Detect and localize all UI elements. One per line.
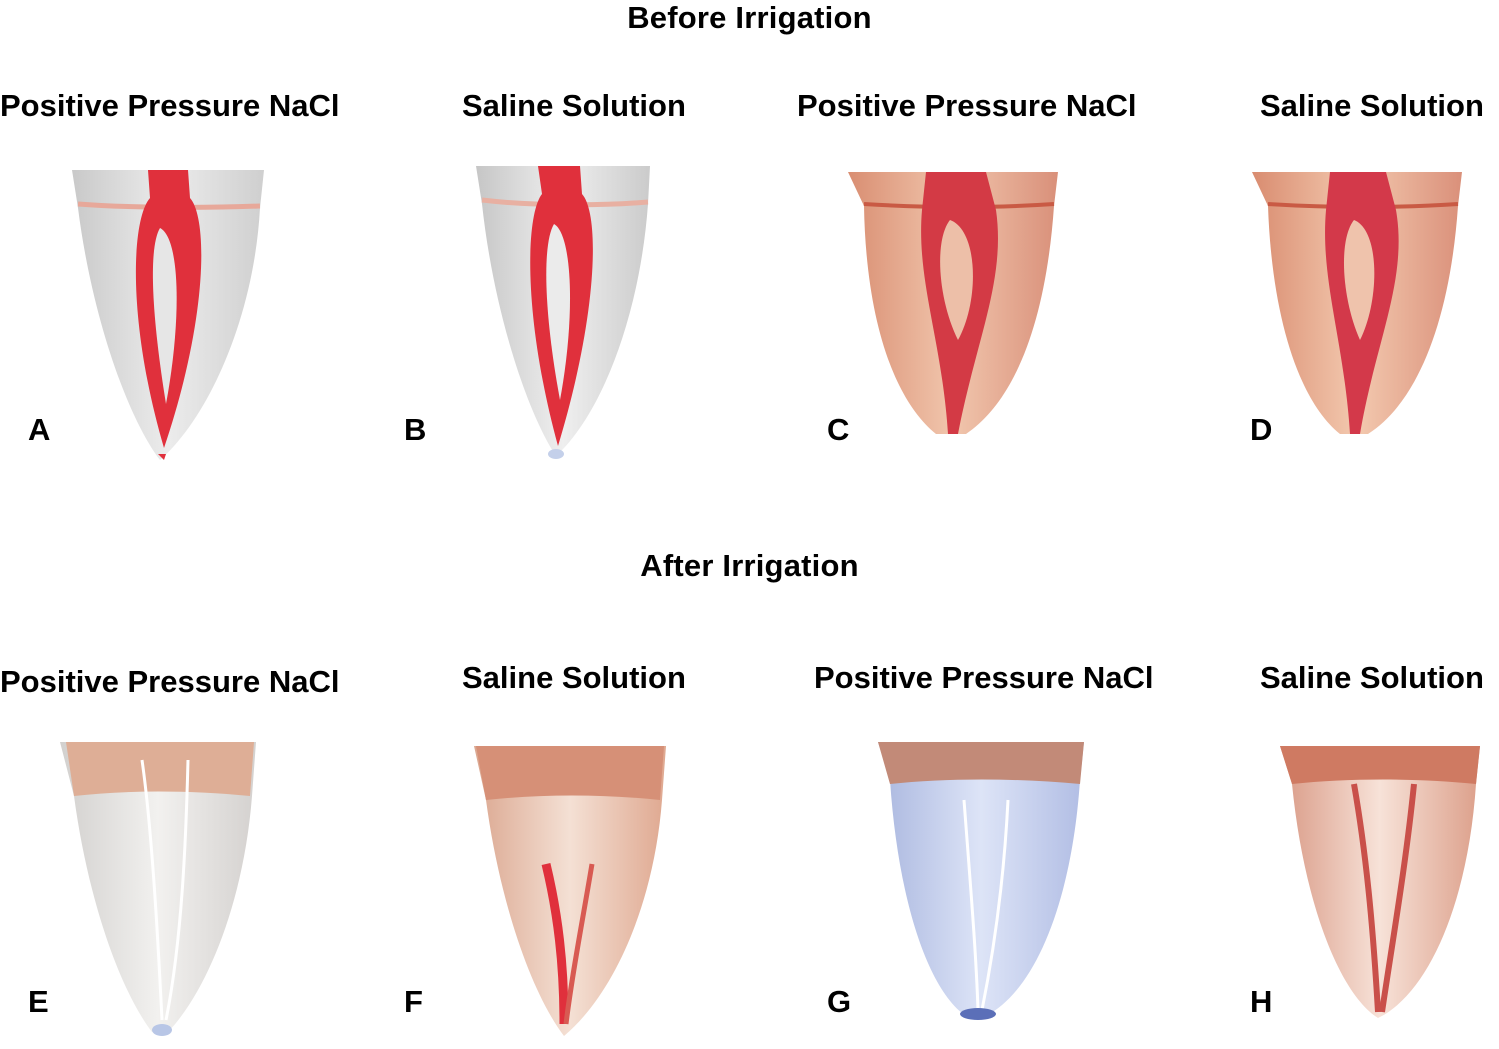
panel-d-letter: D [1250,412,1273,447]
tooth-image-d [1252,172,1462,434]
panel-h-label: Saline Solution [1260,660,1484,695]
tooth-image-g [878,742,1084,1020]
panel-d-label: Saline Solution [1260,88,1484,123]
panel-b-letter: B [404,412,427,447]
before-irrigation-title: Before Irrigation [627,0,872,35]
panel-e-label: Positive Pressure NaCl [0,664,340,699]
tooth-image-h [1280,746,1480,1018]
panel-g-label: Positive Pressure NaCl [814,660,1154,695]
tooth-image-e [60,742,256,1036]
panel-h-letter: H [1250,984,1273,1019]
tooth-image-a [72,170,264,460]
panel-c-label: Positive Pressure NaCl [797,88,1137,123]
tooth-image-f [474,746,666,1036]
after-irrigation-title: After Irrigation [640,548,859,583]
panel-f-label: Saline Solution [462,660,686,695]
tooth-image-c [848,172,1058,434]
panel-a-letter: A [28,412,51,447]
panel-g-letter: G [827,984,852,1019]
panel-c-letter: C [827,412,850,447]
panel-f-letter: F [404,984,423,1019]
panel-b-label: Saline Solution [462,88,686,123]
panel-e-letter: E [28,984,49,1019]
tooth-image-b [476,166,650,459]
panel-a-label: Positive Pressure NaCl [0,88,340,123]
